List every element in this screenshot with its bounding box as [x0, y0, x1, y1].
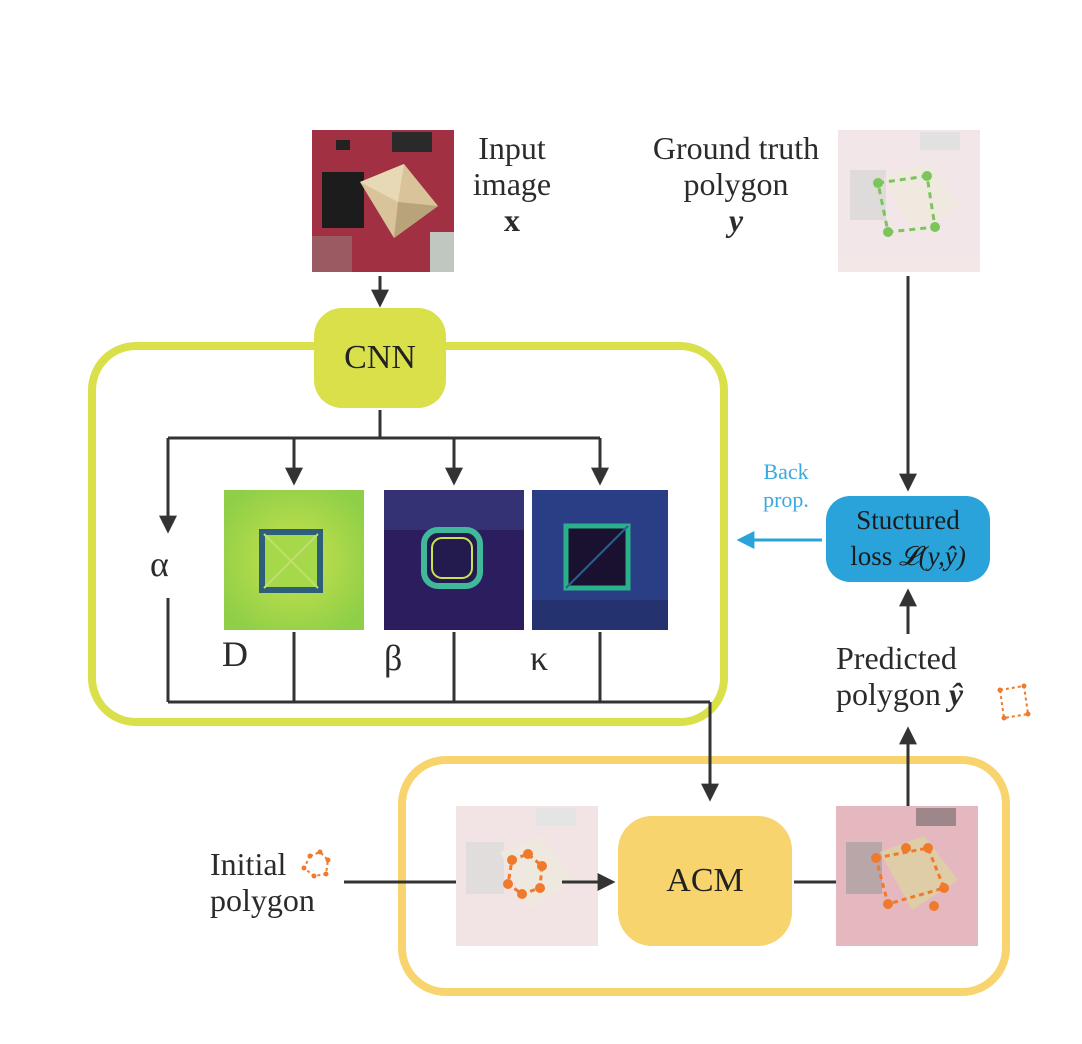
loss-line2: loss 𝓛(y,ŷ): [826, 538, 990, 574]
d-label: D: [222, 634, 248, 674]
kappa-map: [532, 490, 668, 630]
initial-line1: Initial: [210, 846, 287, 882]
predicted-label: Predicted polygon ŷ: [836, 640, 996, 712]
initial-polygon-icon: [301, 849, 331, 879]
cnn-label: CNN: [344, 339, 416, 376]
predicted-line2-text: polygon: [836, 676, 941, 712]
ground-truth-image: [838, 130, 980, 272]
result-image: [836, 806, 978, 946]
ground-truth-symbol: y: [728, 202, 744, 238]
acm-label: ACM: [666, 862, 744, 899]
predicted-polygon-icon: [997, 683, 1031, 721]
beta-label: β: [384, 638, 403, 678]
input-symbol: x: [504, 202, 520, 238]
ground-truth-line2: polygon: [683, 166, 789, 202]
input-line1: Input: [478, 130, 546, 166]
loss-label: Stuctured loss 𝓛(y,ŷ): [826, 502, 990, 574]
initial-polygon-image: [456, 806, 598, 946]
cnn-box: [314, 308, 446, 408]
kappa-label: κ: [530, 638, 549, 678]
beta-map: [384, 490, 524, 630]
acm-frame: [398, 756, 1010, 996]
ground-truth-label: Ground truth polygon y: [636, 130, 836, 238]
acm-box: [618, 816, 792, 946]
input-label: Input image x: [462, 130, 562, 238]
initial-label: Initial polygon: [210, 846, 315, 918]
backprop-line1: Back: [763, 459, 809, 484]
backprop-label: Back prop.: [746, 458, 826, 514]
loss-prefix: loss: [850, 541, 893, 571]
predicted-line2: polygon ŷ: [836, 676, 996, 712]
predicted-symbol: ŷ: [948, 676, 964, 712]
loss-line1: Stuctured: [856, 505, 960, 535]
predicted-line1: Predicted: [836, 640, 957, 676]
d-map: [224, 490, 364, 630]
initial-line2: polygon: [210, 882, 315, 918]
input-line2: image: [472, 166, 552, 202]
backprop-line2: prop.: [763, 487, 809, 512]
input-image: [312, 130, 454, 272]
alpha-label: α: [150, 544, 169, 584]
loss-box: [826, 496, 990, 582]
ground-truth-line1: Ground truth: [652, 130, 820, 166]
loss-formula: 𝓛(y,ŷ): [898, 541, 966, 571]
